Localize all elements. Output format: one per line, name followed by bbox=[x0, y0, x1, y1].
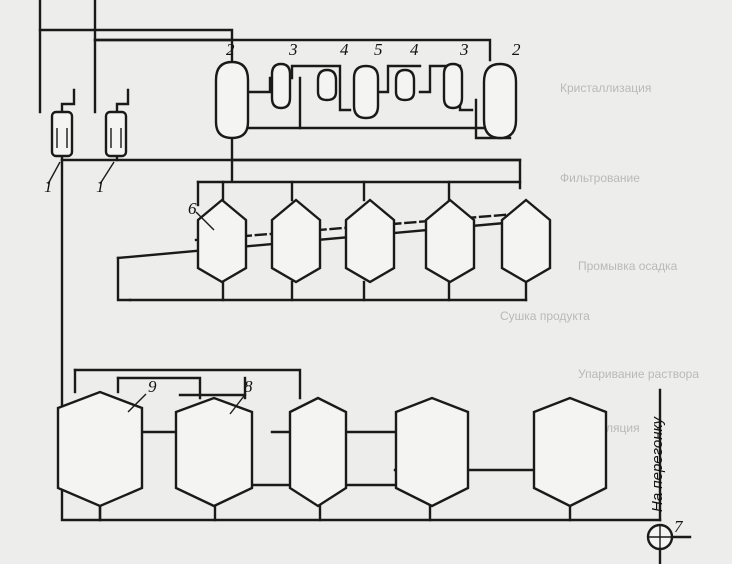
pump-label: 7 bbox=[674, 517, 684, 536]
tank-8-label: 8 bbox=[244, 377, 253, 396]
tank-9 bbox=[56, 390, 144, 508]
bg-text-1: Кристаллизация bbox=[560, 81, 651, 95]
vessel-2-right-label: 2 bbox=[512, 40, 521, 59]
vessel-3-left-label: 3 bbox=[288, 40, 298, 59]
top-row-vessels: 2 3 4 5 4 3 2 bbox=[214, 40, 521, 140]
background-bleed-text: Кристаллизация Фильтрование Промывка оса… bbox=[500, 81, 699, 435]
tank-8 bbox=[174, 396, 254, 508]
vessel-4-right bbox=[394, 68, 416, 102]
separator-right-label: 1 bbox=[96, 177, 105, 196]
bg-text-6: Сушка продукта bbox=[500, 309, 590, 323]
column-2-left bbox=[214, 60, 250, 140]
separator-right: 1 bbox=[96, 110, 128, 196]
vessel-2-left-label: 2 bbox=[226, 40, 235, 59]
vessel-5 bbox=[352, 64, 380, 120]
vessel-4-left bbox=[316, 68, 338, 102]
vessel-3-right-label: 3 bbox=[459, 40, 469, 59]
bg-text-2: Фильтрование bbox=[560, 171, 640, 185]
reactor-row-label: 6 bbox=[188, 199, 197, 218]
tank-9-label: 9 bbox=[148, 377, 157, 396]
tank-4 bbox=[394, 396, 470, 508]
reactor-3 bbox=[344, 198, 396, 284]
reactor-row: 6 bbox=[188, 198, 552, 284]
piping bbox=[38, 0, 662, 522]
vessel-4-left-label: 4 bbox=[340, 40, 349, 59]
tank-5 bbox=[532, 396, 608, 508]
bg-text-4: Упаривание раствора bbox=[578, 367, 699, 381]
separator-left-label: 1 bbox=[44, 177, 53, 196]
vessel-5-label: 5 bbox=[374, 40, 383, 59]
reactor-1 bbox=[196, 198, 248, 284]
vessel-4-right-label: 4 bbox=[410, 40, 419, 59]
outlet-label: На перегонку bbox=[649, 415, 666, 512]
reactor-2 bbox=[270, 198, 322, 284]
tank-row: 9 8 bbox=[56, 377, 608, 508]
vessel-3-left bbox=[270, 62, 292, 110]
reactor-4 bbox=[424, 198, 476, 284]
tank-3 bbox=[288, 396, 348, 508]
vessel-3-right bbox=[442, 62, 464, 110]
separator-left: 1 bbox=[44, 110, 74, 196]
column-2-right bbox=[482, 62, 518, 140]
reactor-5 bbox=[500, 198, 552, 284]
pump: 7 bbox=[646, 517, 692, 564]
bg-text-3: Промывка осадка bbox=[578, 259, 678, 273]
